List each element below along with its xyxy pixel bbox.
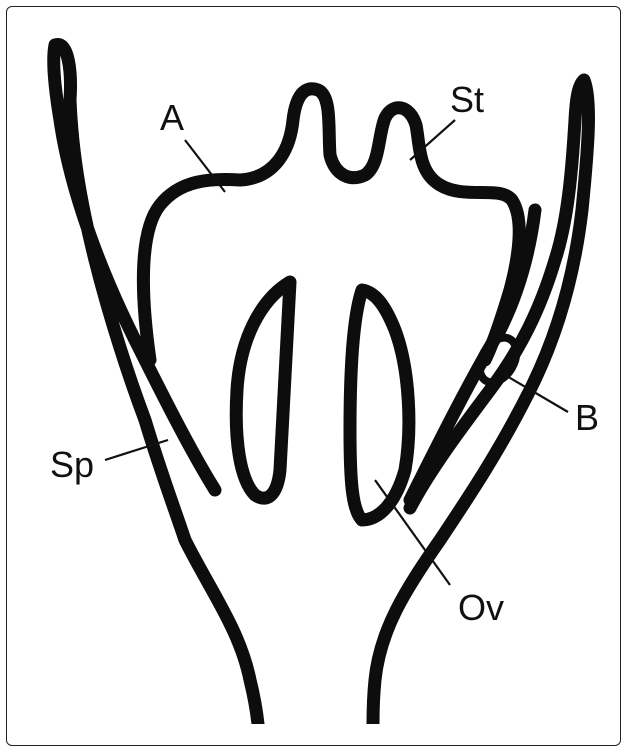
label-anther: A: [160, 97, 184, 138]
label-ovary: Ov: [458, 587, 504, 628]
left-sepal-outline: [54, 44, 258, 724]
anther-outline: [143, 89, 519, 360]
left-petal-outline: [236, 282, 290, 498]
label-bract: B: [575, 397, 599, 438]
label-sepal: Sp: [50, 444, 94, 485]
label-stamen: St: [450, 79, 484, 120]
flower-diagram: A St B Sp Ov: [0, 0, 629, 724]
bract-outline: [472, 331, 524, 389]
